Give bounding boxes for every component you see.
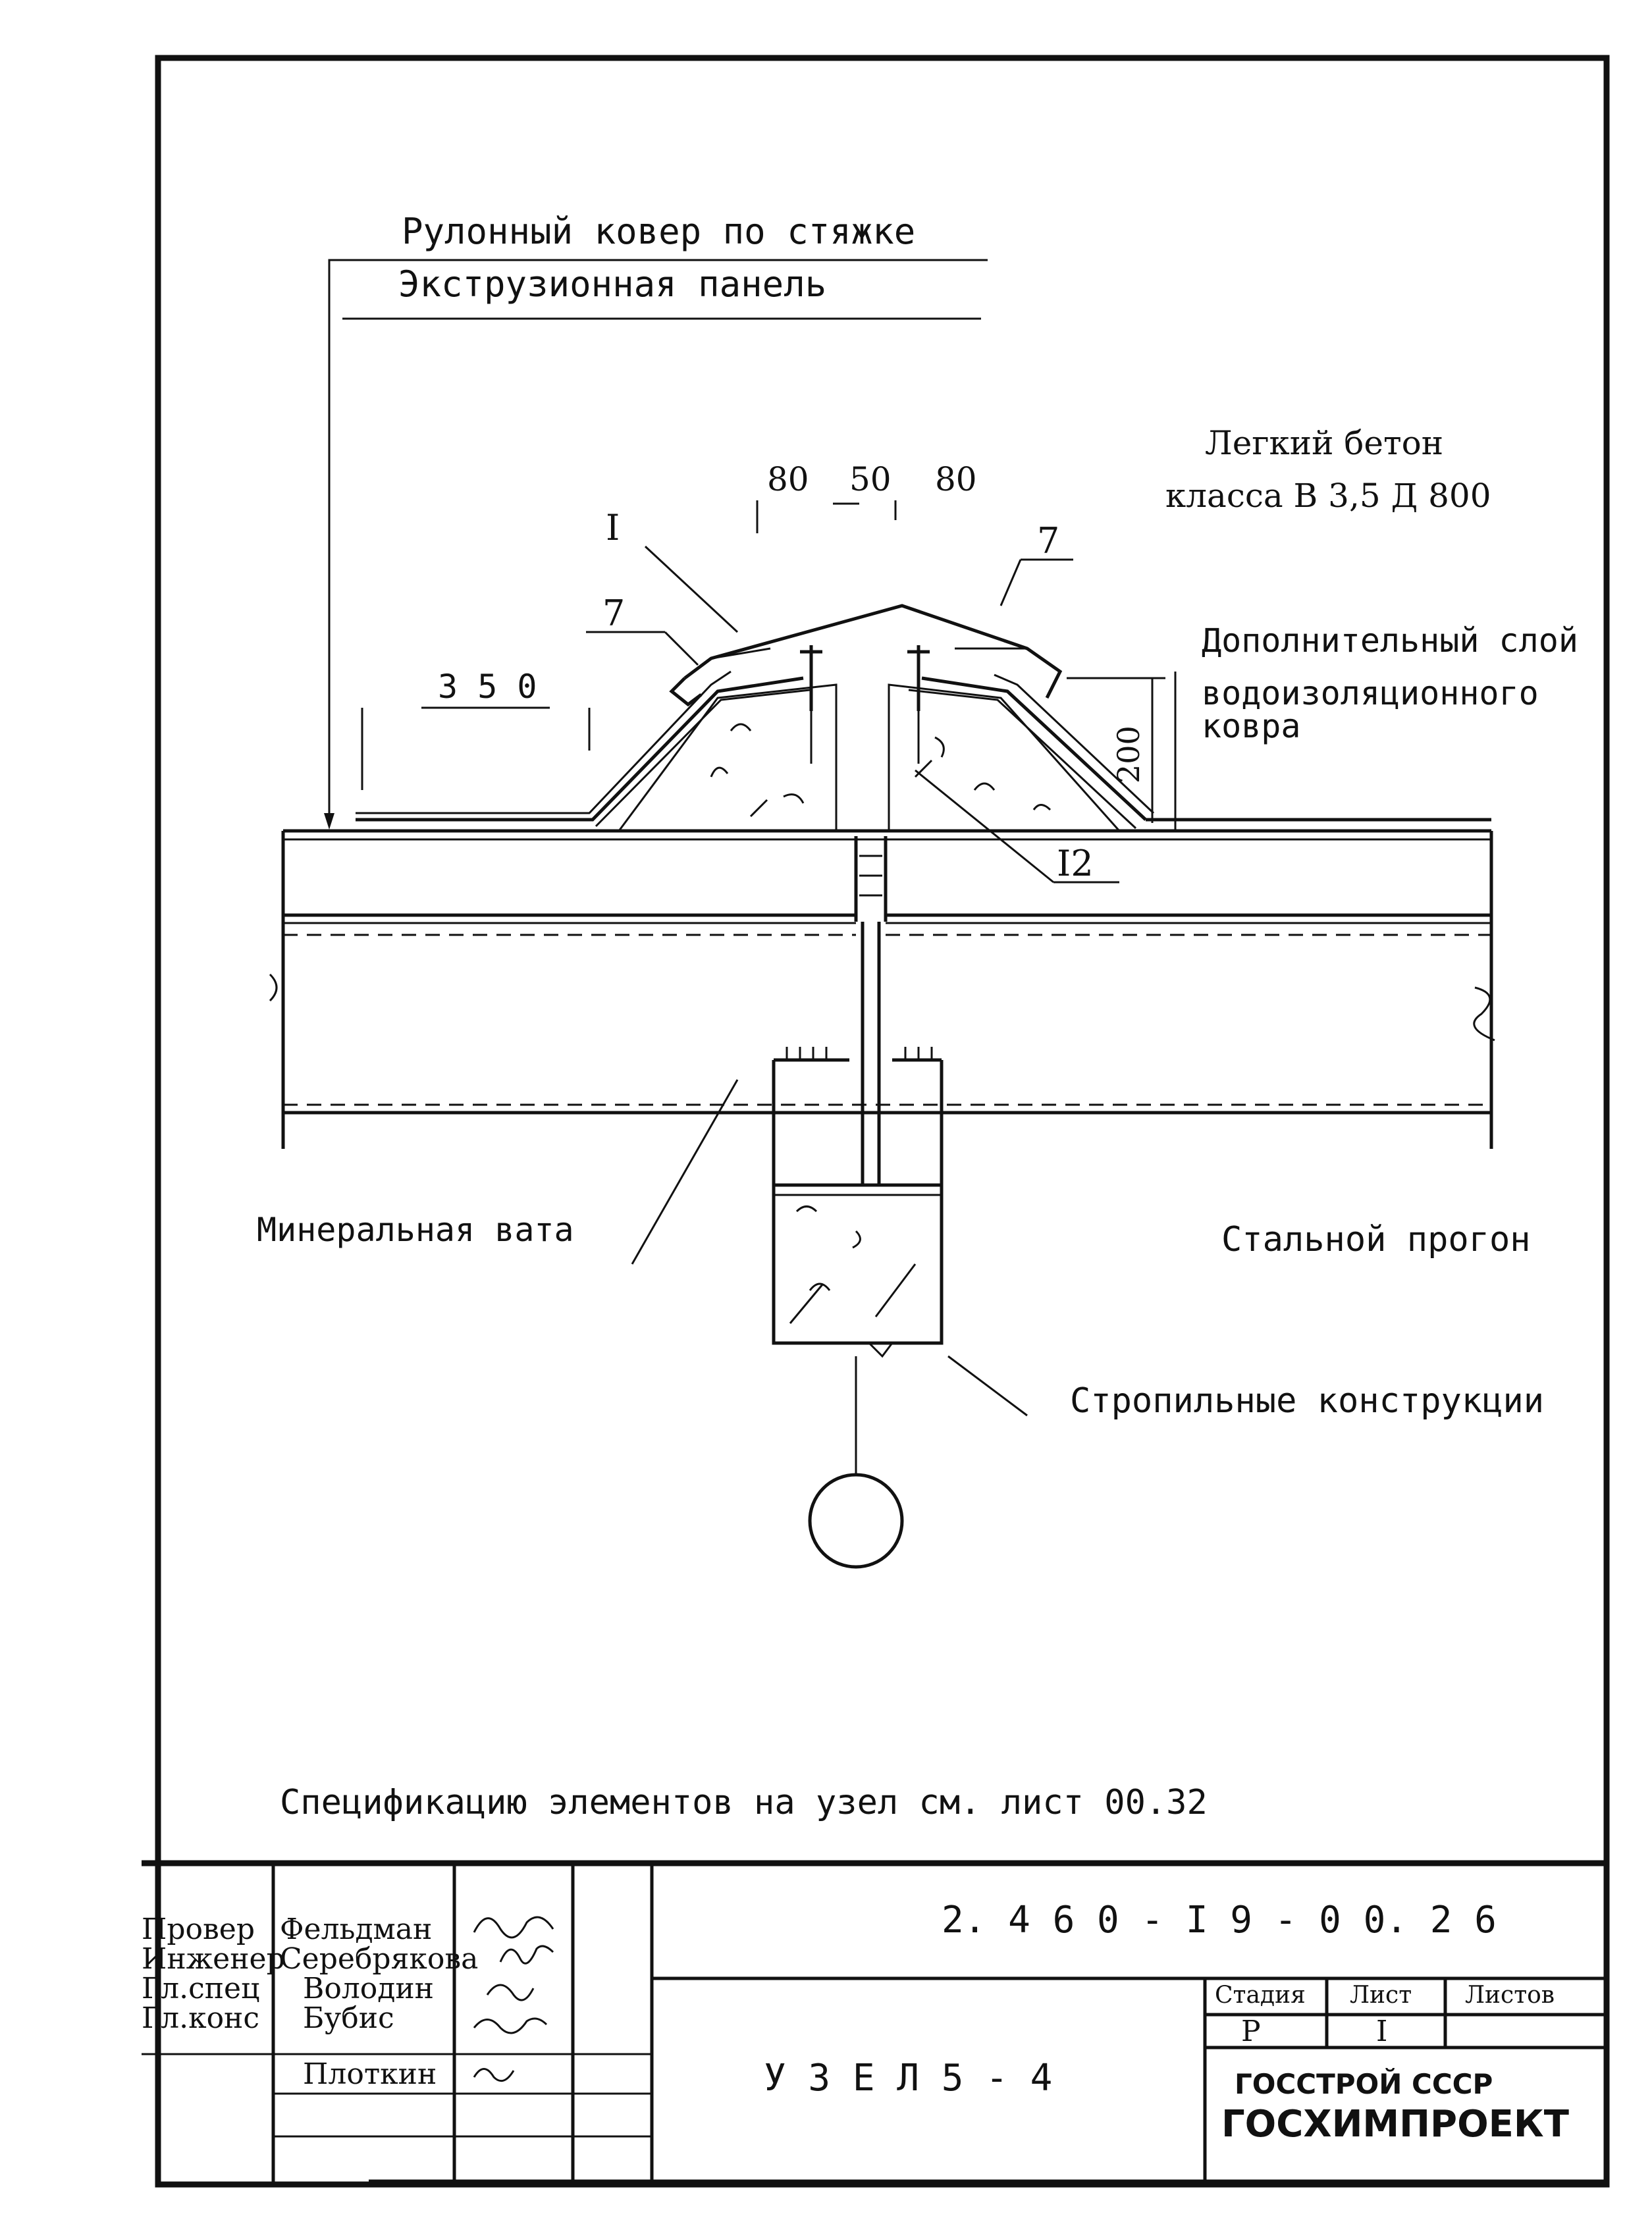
stage-header: Стадия (1215, 1982, 1306, 2009)
position-7-right: 7 (1037, 520, 1059, 562)
label-additional-layer-1: Дополнительный слой (1202, 622, 1578, 660)
name-volodin: Володин (303, 1972, 434, 2005)
ridge-node (356, 604, 1491, 832)
role-engineer: Инженер (142, 1942, 285, 1976)
dimension-350: 3 5 0 (438, 668, 537, 706)
role-chief-specialist: Гл.спец (142, 1972, 259, 2005)
position-I: I (606, 507, 620, 548)
label-additional-layer-2: водоизоляционного (1202, 674, 1539, 712)
role-chief-constructor: Гл.конс (142, 2001, 259, 2035)
name-plotkin: Плоткин (303, 2057, 437, 2091)
top-leaders (324, 259, 988, 830)
name-serebryakova: Серебрякова (280, 1942, 478, 1976)
sheet-value: I (1376, 2015, 1387, 2048)
name-feldman: Фельдман (280, 1913, 432, 1946)
leader-lines (361, 500, 1177, 1417)
label-rafters: Стропильные конструкции (1070, 1381, 1544, 1421)
org-goskhimproekt: ГОСХИМПРОЕКТ (1221, 2103, 1569, 2146)
extrusion-panel (269, 829, 1495, 1149)
position-7-left: 7 (602, 593, 625, 634)
label-extrusion-panel: Экструзионная панель (398, 263, 826, 305)
steel-purlin (772, 922, 944, 1569)
dimension-80-right: 80 (935, 460, 977, 498)
label-additional-layer-3: ковра (1202, 707, 1301, 745)
sheet-header: Лист (1350, 1982, 1412, 2009)
detail-circle (808, 1473, 904, 1569)
label-steel-purlin: Стальной прогон (1221, 1220, 1531, 1259)
signatures (473, 1916, 554, 2082)
dimension-200: 200 (1111, 726, 1146, 783)
stage-value: Р (1241, 2015, 1261, 2048)
label-mineral-wool: Минеральная вата (257, 1211, 574, 1249)
label-light-concrete-2: класса В 3,5 Д 800 (1165, 477, 1491, 515)
dimension-50: 50 (849, 460, 892, 498)
specification-note: Спецификацию элементов на узел см. лист … (280, 1783, 1208, 1822)
sheet-title: У З Е Л 5 - 4 (764, 2057, 1052, 2100)
name-bubis: Бубис (303, 2001, 394, 2035)
dimension-80-left: 80 (767, 460, 809, 498)
sheets-header: Листов (1465, 1982, 1555, 2009)
position-12: I2 (1057, 843, 1094, 884)
document-code: 2. 4 6 0 - I 9 - 0 0. 2 6 (942, 1899, 1497, 1942)
role-checker: Провер (142, 1913, 255, 1946)
label-roll-carpet: Рулонный ковер по стяжке (402, 211, 915, 252)
title-block (142, 1860, 1607, 2186)
label-light-concrete-1: Легкий бетон (1205, 424, 1443, 462)
org-gosstroy: ГОССТРОЙ СССР (1235, 2067, 1493, 2100)
